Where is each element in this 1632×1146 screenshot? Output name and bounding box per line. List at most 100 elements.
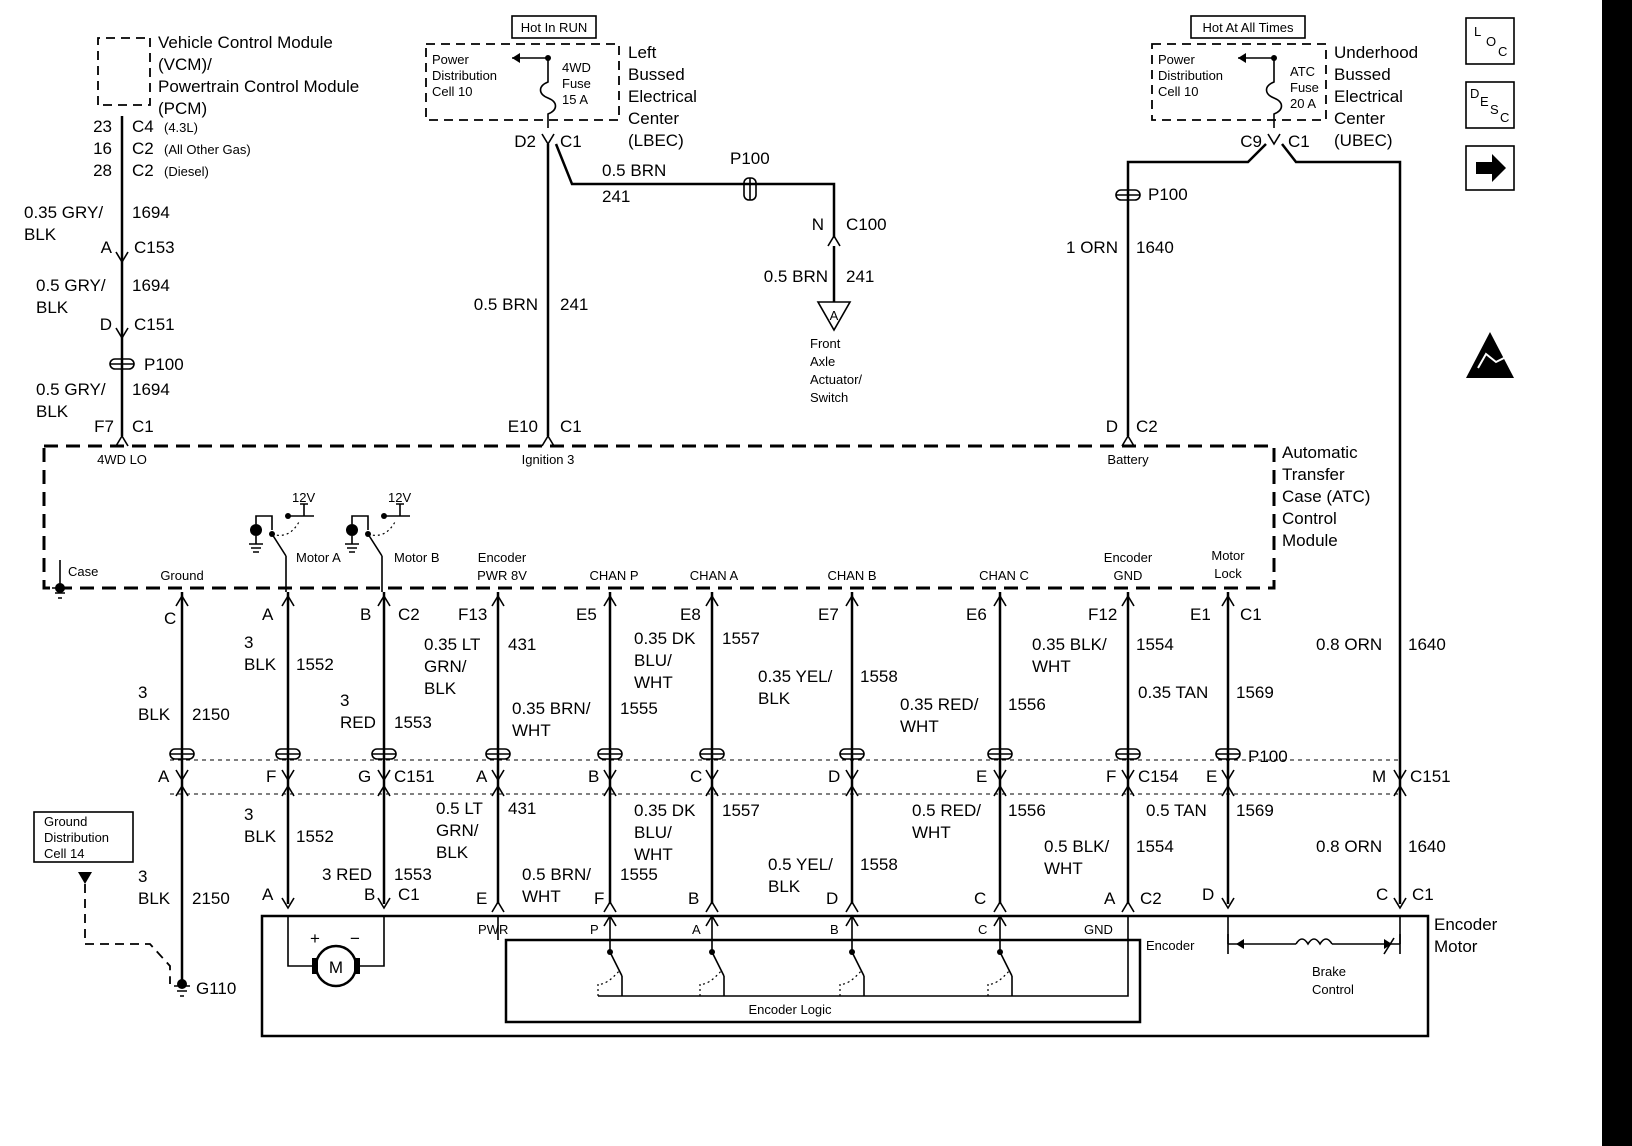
- svg-text:E6: E6: [966, 605, 987, 624]
- connector-caret-bottom: [1121, 900, 1135, 913]
- svg-text:RED: RED: [340, 713, 376, 732]
- svg-text:D: D: [1106, 417, 1118, 436]
- next-arrow-icon[interactable]: [1465, 145, 1515, 191]
- svg-text:C: C: [1500, 110, 1509, 125]
- svg-text:0.5 BRN/: 0.5 BRN/: [522, 865, 591, 884]
- motor-a-relay: 12V Motor A: [249, 490, 341, 592]
- svg-text:Hot At All Times: Hot At All Times: [1202, 20, 1294, 35]
- connector-caret-lower: [281, 784, 295, 797]
- svg-text:1640: 1640: [1408, 837, 1446, 856]
- connector-caret-bottom: [993, 900, 1007, 913]
- svg-text:Bussed: Bussed: [1334, 65, 1391, 84]
- inline-connector-carets: [175, 769, 1407, 913]
- svg-text:0.5 BLK/: 0.5 BLK/: [1044, 837, 1109, 856]
- loc-icon[interactable]: L O C: [1465, 17, 1515, 65]
- svg-text:Motor A: Motor A: [296, 550, 341, 565]
- svg-text:Encoder: Encoder: [1104, 550, 1153, 565]
- svg-text:(UBEC): (UBEC): [1334, 131, 1393, 150]
- connector-caret-upper: [993, 769, 1007, 782]
- svg-text:S: S: [1490, 102, 1499, 117]
- desc-icon[interactable]: D E S C: [1465, 81, 1515, 129]
- svg-text:C151: C151: [134, 315, 175, 334]
- connector-caret-upper: [603, 769, 617, 782]
- encoder-switch-node: [709, 949, 715, 955]
- lower-wire-labels: 3 BLK 2150 3 BLK 1552 3 RED 1553 0.5 LT …: [138, 799, 1446, 908]
- hot-at-all-times-label: Hot At All Times: [1190, 15, 1306, 39]
- svg-text:C1: C1: [560, 417, 582, 436]
- svg-text:16: 16: [93, 139, 112, 158]
- svg-text:C2: C2: [398, 605, 420, 624]
- svg-text:BLK: BLK: [138, 889, 171, 908]
- svg-text:A: A: [101, 238, 113, 257]
- svg-text:0.35 BLK/: 0.35 BLK/: [1032, 635, 1107, 654]
- svg-text:0.35 RED/: 0.35 RED/: [900, 695, 979, 714]
- svg-text:C2: C2: [1136, 417, 1158, 436]
- svg-text:1554: 1554: [1136, 635, 1174, 654]
- svg-text:B: B: [588, 767, 599, 786]
- svg-text:Hot In RUN: Hot In RUN: [521, 20, 587, 35]
- svg-text:1556: 1556: [1008, 695, 1046, 714]
- svg-text:L: L: [1474, 24, 1481, 39]
- connector-caret-bottom: [281, 897, 295, 910]
- svg-text:BLK: BLK: [436, 843, 469, 862]
- svg-text:20 A: 20 A: [1290, 96, 1316, 111]
- atc-connector-carets: [175, 594, 1235, 607]
- svg-text:C1: C1: [1240, 605, 1262, 624]
- svg-text:15 A: 15 A: [562, 92, 588, 107]
- svg-text:0.35 LT: 0.35 LT: [424, 635, 480, 654]
- connector-caret-lower: [603, 784, 617, 797]
- connector-caret-lower: [175, 784, 189, 797]
- svg-text:A: A: [830, 308, 839, 323]
- svg-text:Actuator/: Actuator/: [810, 372, 862, 387]
- svg-text:CHAN A: CHAN A: [690, 568, 739, 583]
- encoder-switch-link: [987, 969, 1011, 996]
- svg-text:BLK: BLK: [36, 298, 69, 317]
- svg-text:BLK: BLK: [138, 705, 171, 724]
- connector-caret-upper: [1121, 769, 1135, 782]
- svg-text:Transfer: Transfer: [1282, 465, 1345, 484]
- svg-text:Encoder: Encoder: [478, 550, 527, 565]
- svg-text:Lock: Lock: [1214, 566, 1242, 581]
- svg-text:3: 3: [244, 805, 253, 824]
- svg-text:Fuse: Fuse: [562, 76, 591, 91]
- svg-text:2150: 2150: [192, 889, 230, 908]
- connector-caret: [281, 594, 295, 607]
- svg-text:3: 3: [340, 691, 349, 710]
- svg-text:C2: C2: [132, 139, 154, 158]
- motor-b-relay: 12V Motor B: [345, 490, 440, 592]
- svg-text:Distribution: Distribution: [44, 830, 109, 845]
- connector-caret-bottom: [1221, 897, 1235, 910]
- svg-text:Ignition 3: Ignition 3: [522, 452, 575, 467]
- svg-text:F: F: [1106, 767, 1116, 786]
- svg-text:0.35 GRY/: 0.35 GRY/: [24, 203, 103, 222]
- lbec-block: Power Distribution Cell 10 4WD Fuse 15 A…: [425, 43, 697, 151]
- svg-text:BLU/: BLU/: [634, 651, 672, 670]
- svg-text:1553: 1553: [394, 865, 432, 884]
- svg-text:GND: GND: [1084, 922, 1113, 937]
- connector-caret-upper: [175, 769, 189, 782]
- svg-text:Underhood: Underhood: [1334, 43, 1418, 62]
- svg-text:1553: 1553: [394, 713, 432, 732]
- svg-text:(LBEC): (LBEC): [628, 131, 684, 150]
- svg-text:Center: Center: [1334, 109, 1385, 128]
- svg-text:E: E: [1206, 767, 1217, 786]
- svg-text:Fuse: Fuse: [1290, 80, 1319, 95]
- svg-text:12V: 12V: [292, 490, 315, 505]
- svg-text:(Diesel): (Diesel): [164, 164, 209, 179]
- svg-text:P: P: [590, 922, 599, 937]
- svg-text:C9: C9: [1240, 132, 1262, 151]
- connector-caret-bottom: [603, 900, 617, 913]
- svg-text:P100: P100: [144, 355, 184, 374]
- upper-wire-labels: 3 BLK 2150 3 BLK 1552 3 RED 1553 0.35 LT…: [138, 629, 1446, 740]
- svg-text:C: C: [1376, 885, 1388, 904]
- svg-text:C2: C2: [1140, 889, 1162, 908]
- svg-text:Control: Control: [1312, 982, 1354, 997]
- svg-text:1694: 1694: [132, 276, 170, 295]
- connector-caret: [491, 594, 505, 607]
- svg-text:F: F: [594, 889, 604, 908]
- svg-text:1552: 1552: [296, 827, 334, 846]
- svg-text:Control: Control: [1282, 509, 1337, 528]
- connector-caret-lower: [491, 784, 505, 797]
- svg-text:1555: 1555: [620, 699, 658, 718]
